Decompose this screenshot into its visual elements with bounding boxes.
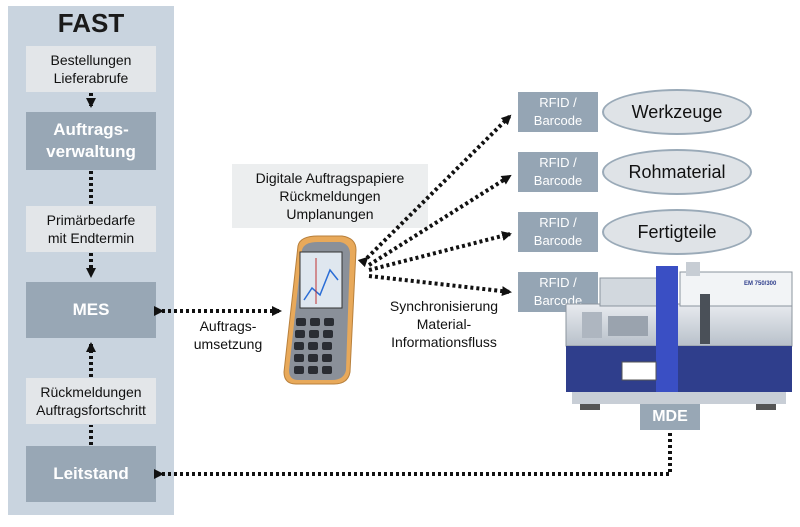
mde-box: MDE: [640, 404, 700, 430]
mes-label: MES: [72, 300, 110, 319]
arrow-to-rfid-fertigteile: [368, 231, 512, 272]
handheld-terminal-icon: [283, 235, 357, 385]
bestellungen-box: Bestellungen Lieferabrufe: [26, 46, 156, 92]
arrow-to-rfid-machine: [368, 274, 512, 297]
primaerbedarfe-box: Primärbedarfe mit Endtermin: [26, 206, 156, 252]
mde-label: MDE: [652, 408, 688, 425]
mes-box: MES: [26, 282, 156, 338]
fertigteile-oval: Fertigteile: [602, 209, 752, 255]
rfid-label: RFID / Barcode: [533, 95, 583, 128]
leitstand-box: Leitstand: [26, 446, 156, 502]
fertigteile-label: Fertigteile: [637, 221, 717, 242]
arrow-to-rfid-rohmaterial: [367, 174, 512, 267]
auftragsumsetzung-text: Auftrags- umsetzung: [178, 317, 278, 353]
werkzeuge-oval: Werkzeuge: [602, 89, 752, 135]
synchronisierung-label: Synchronisierung Material- Informationsf…: [389, 298, 499, 350]
leitstand-mde-arrow: [154, 430, 672, 479]
rueckmeldungen-box: Rückmeldungen Auftragsfortschritt: [26, 378, 156, 424]
rfid-arrows: [357, 114, 512, 297]
synchronisierung-text: Synchronisierung Material- Informationsf…: [374, 297, 514, 351]
arrow-to-rfid-werkzeuge: [357, 114, 512, 268]
rohmaterial-oval: Rohmaterial: [602, 149, 752, 195]
werkzeuge-label: Werkzeuge: [631, 101, 723, 122]
auftragsverwaltung-label: Auftrags- verwaltung: [46, 120, 136, 161]
rfid-label: RFID / Barcode: [533, 215, 583, 248]
leitstand-label: Leitstand: [53, 464, 129, 483]
rfid-label: RFID / Barcode: [533, 155, 583, 188]
machine-model-label: EM 750/300: [744, 281, 777, 287]
primaerbedarfe-label: Primärbedarfe mit Endtermin: [46, 212, 136, 246]
rfid-box-fertigteile: RFID / Barcode: [518, 212, 598, 252]
bestellungen-label: Bestellungen Lieferabrufe: [50, 52, 132, 86]
rfid-box-werkzeuge: RFID / Barcode: [518, 92, 598, 132]
rohmaterial-label: Rohmaterial: [628, 161, 726, 182]
auftragsverwaltung-box: Auftrags- verwaltung: [26, 112, 156, 170]
fast-title: FAST: [57, 8, 125, 38]
auftragsumsetzung-label: Auftrags- umsetzung: [193, 318, 263, 352]
rueckmeldungen-label: Rückmeldungen Auftragsfortschritt: [36, 384, 146, 418]
injection-molding-machine-icon: [565, 262, 793, 410]
rfid-box-rohmaterial: RFID / Barcode: [518, 152, 598, 192]
